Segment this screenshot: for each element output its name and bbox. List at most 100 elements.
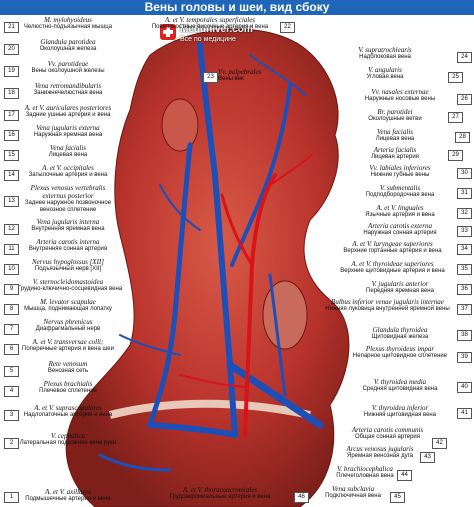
number-badge: 10 xyxy=(4,264,19,275)
artery-network xyxy=(179,154,313,437)
number-badge: 14 xyxy=(4,170,19,181)
number-badge: 23 xyxy=(203,72,218,83)
number-badge: 6 xyxy=(4,344,19,355)
number-badge: 31 xyxy=(457,188,472,199)
number-badge: 12 xyxy=(4,224,19,235)
number-badge: 26 xyxy=(457,94,472,105)
number-badge: 40 xyxy=(457,382,472,393)
number-badge: 15 xyxy=(4,150,19,161)
clavicle-shape xyxy=(109,399,311,419)
number-badge: 28 xyxy=(455,132,470,143)
medical-cross-icon xyxy=(160,24,176,40)
site-logo[interactable]: Meduniver.com Все по медицине xyxy=(160,24,280,52)
number-badge: 38 xyxy=(457,330,472,341)
number-badge: 44 xyxy=(397,470,412,481)
number-badge: 35 xyxy=(457,264,472,275)
number-badge: 19 xyxy=(4,66,19,77)
number-badge: 30 xyxy=(457,168,472,179)
number-badge: 4 xyxy=(4,386,19,397)
number-badge: 41 xyxy=(457,408,472,419)
number-badge: 9 xyxy=(4,284,19,295)
number-badge: 7 xyxy=(4,324,19,335)
ear-shape xyxy=(161,98,199,152)
number-badge: 22 xyxy=(280,22,295,33)
number-badge: 27 xyxy=(448,112,463,123)
thyroid-shape xyxy=(262,280,308,350)
number-badge: 37 xyxy=(457,304,472,315)
number-badge: 29 xyxy=(448,150,463,161)
number-badge: 43 xyxy=(420,452,435,463)
number-badge: 13 xyxy=(4,196,19,207)
number-badge: 24 xyxy=(457,52,472,63)
number-badge: 21 xyxy=(4,22,19,33)
label-10: Nervus hypoglossus [XII]Подъязычный нерв… xyxy=(32,258,104,272)
number-badge: 17 xyxy=(4,110,19,121)
anatomy-illustration xyxy=(65,28,350,507)
number-badge: 20 xyxy=(4,44,19,55)
number-badge: 32 xyxy=(457,208,472,219)
number-badge: 42 xyxy=(432,438,447,449)
number-badge: 46 xyxy=(294,492,309,503)
label-6: A. et V. transversae colli;Поперечные ар… xyxy=(22,338,114,352)
number-badge: 3 xyxy=(4,410,19,421)
number-badge: 16 xyxy=(4,130,19,141)
label-37: Bulbus inferior venae jugularis internae… xyxy=(325,298,450,312)
number-badge: 18 xyxy=(4,88,19,99)
number-badge: 5 xyxy=(4,366,19,377)
number-badge: 8 xyxy=(4,304,19,315)
number-badge: 33 xyxy=(457,226,472,237)
page-title: Вены головы и шеи, вид сбоку xyxy=(0,0,474,15)
number-badge: 34 xyxy=(457,244,472,255)
number-badge: 2 xyxy=(4,438,19,449)
number-badge: 25 xyxy=(448,72,463,83)
number-badge: 36 xyxy=(457,284,472,295)
label-13: Plexus venosus vertebralis externus post… xyxy=(24,184,112,213)
number-badge: 39 xyxy=(457,352,472,363)
number-badge: 45 xyxy=(390,492,405,503)
number-badge: 11 xyxy=(4,244,19,255)
number-badge: 1 xyxy=(4,492,19,503)
